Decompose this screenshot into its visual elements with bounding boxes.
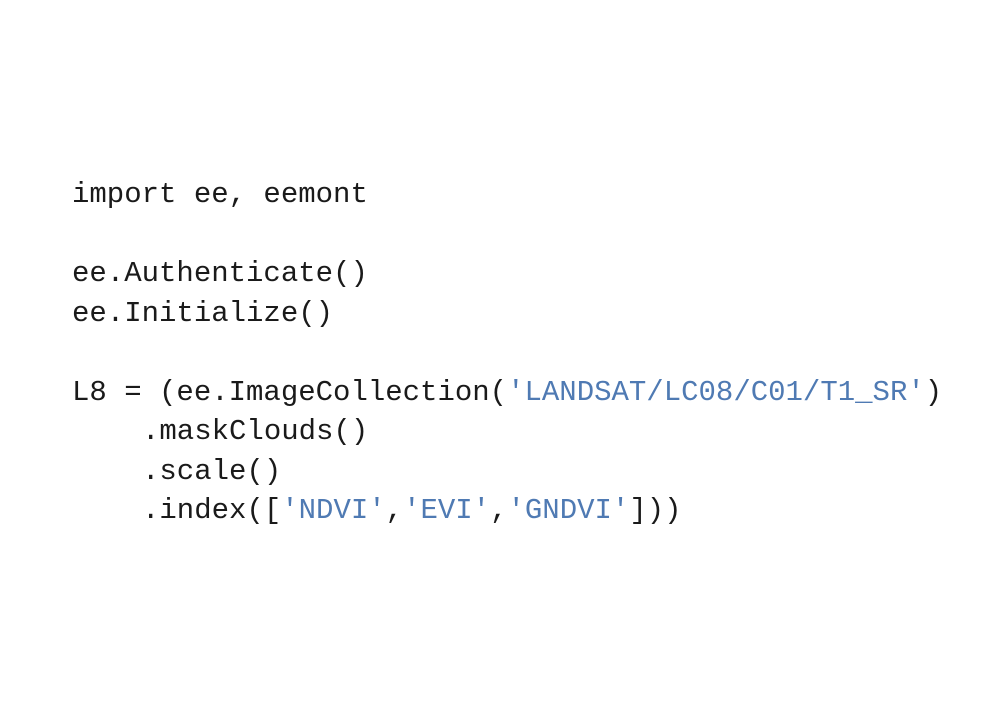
code-text: ) <box>924 375 943 409</box>
blank-line <box>72 215 942 255</box>
code-text: L8 = (ee.ImageCollection( <box>72 375 508 409</box>
string-literal: 'LANDSAT/LC08/C01/T1_SR' <box>507 375 925 409</box>
string-literal: 'EVI' <box>403 494 491 527</box>
code-text: , <box>490 494 508 527</box>
string-literal: 'NDVI' <box>281 494 386 527</box>
code-text: , <box>385 494 404 527</box>
blank-line <box>72 333 942 373</box>
string-literal: 'GNDVI' <box>507 494 630 527</box>
code-line-authenticate: ee.Authenticate() <box>72 257 368 290</box>
code-line-maskclouds: .maskClouds() <box>142 415 369 448</box>
code-line-initialize: ee.Initialize() <box>72 296 334 330</box>
code-block: import ee, eemont ee.Authenticate() ee.Ini… <box>72 175 942 531</box>
code-text: ])) <box>629 494 682 527</box>
code-line-scale: .scale() <box>142 454 282 488</box>
code-line-index: .index(['NDVI','EVI','GNDVI'])) <box>72 491 942 531</box>
code-line-import: import ee, eemont <box>72 178 368 211</box>
code-line-collection: L8 = (ee.ImageCollection('LANDSAT/LC08/C… <box>72 373 942 413</box>
code-text: .index([ <box>142 494 282 527</box>
